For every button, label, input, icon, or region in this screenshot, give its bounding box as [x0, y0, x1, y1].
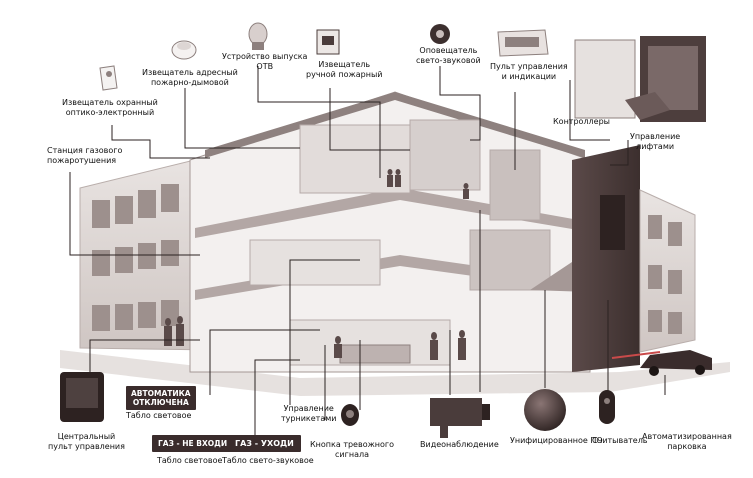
label-light-sound-board: Табло свето-звуковое [222, 456, 314, 465]
label-light-board-1: Табло световое [126, 411, 192, 420]
label-reader: Считыватель [592, 436, 648, 445]
label-gas-station: Станция газового пожаротушения [47, 146, 123, 165]
label-unified-software: Унифицированное ПО [510, 436, 603, 445]
label-light-board-2: Табло световое [157, 456, 223, 465]
label-smoke-detector: Извещатель адресный пожарно-дымовой [142, 68, 238, 87]
label-alarm-button: Кнопка тревожного сигнала [310, 440, 395, 459]
sign-automation-off: АВТОМАТИКА ОТКЛЮЧЕНА [126, 386, 196, 410]
leader-lines [69, 66, 666, 440]
label-optical-detector: Извещатель охранный оптико-электронный [62, 98, 158, 117]
label-manual-call-point: Извещатель ручной пожарный [306, 60, 383, 79]
turnstile-control-icon [341, 404, 359, 426]
video-camera-icon [430, 398, 490, 438]
label-lift-control: Управление лифтами [630, 132, 681, 151]
reader-icon [599, 390, 615, 424]
manual-call-point-icon [316, 29, 340, 55]
smoke-detector-icon [171, 40, 197, 60]
sounder-icon [430, 24, 450, 44]
controllers-icon [574, 36, 706, 122]
ground [60, 350, 730, 396]
label-parking: Автоматизированная парковка [642, 432, 732, 451]
sign-gas-leave: ГАЗ - УХОДИ [228, 435, 301, 452]
label-otv-device: Устройство выпуска ОТВ [222, 52, 308, 71]
optical-detector-icon [99, 65, 118, 91]
label-turnstile-control: Управление турникетами [281, 404, 337, 423]
central-console-icon [60, 372, 104, 422]
label-sounder: Оповещатель свето-звуковой [416, 46, 481, 65]
sign-gas-do-not-enter: ГАЗ - НЕ ВХОДИ [152, 435, 234, 452]
building-right-tower [572, 145, 712, 376]
label-controllers: Контроллеры [553, 117, 610, 126]
unified-software-icon [524, 389, 566, 431]
label-video: Видеонаблюдение [420, 440, 499, 449]
label-control-panel: Пульт управления и индикации [490, 62, 568, 81]
label-central-console: Центральный пульт управления [48, 432, 125, 451]
otv-device-icon [248, 22, 268, 50]
building-left-wing [79, 154, 216, 351]
control-panel-icon [497, 29, 549, 57]
